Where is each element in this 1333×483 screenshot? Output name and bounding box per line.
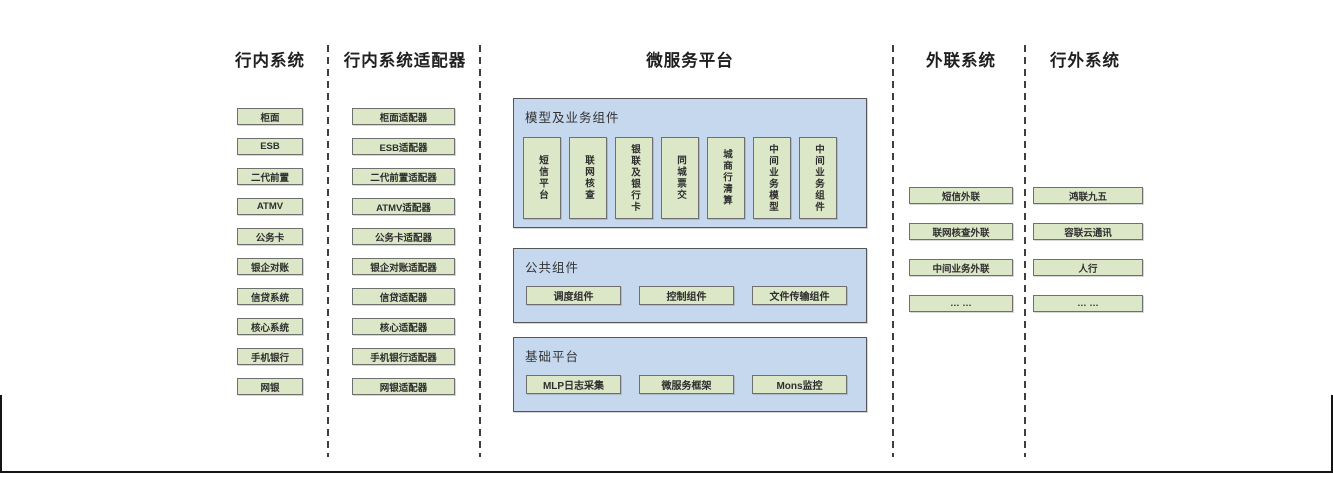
column-title-inbank: 行内系统: [235, 52, 305, 70]
adapter-box: ESB适配器: [352, 138, 455, 155]
inbank-system-box: 手机银行: [237, 348, 303, 365]
base-platform-list: MLP日志采集微服务框架 Mons监控: [526, 375, 847, 394]
model-components-list: 短信平台联网核查银联及银行卡同城票交城商行清算中间业务模型中间业务组件: [523, 137, 837, 219]
inbank-system-box: ESB: [237, 138, 303, 155]
outbank-system-box: … …: [1033, 295, 1143, 312]
inbank-system-box: 柜面: [237, 108, 303, 125]
column-divider-3: [892, 45, 894, 457]
column-divider-2: [479, 45, 481, 457]
common-components-label: 公共组件: [525, 261, 580, 275]
outbank-system-box: 鸿联九五: [1033, 187, 1143, 204]
outbank-system-box: 容联云通讯: [1033, 223, 1143, 240]
adapter-box: 二代前置适配器: [352, 168, 455, 185]
model-component-box: 同城票交: [661, 137, 699, 219]
column-divider-1: [327, 45, 329, 457]
common-component-box: 文件传输组件: [752, 286, 847, 305]
adapter-box: 公务卡适配器: [352, 228, 455, 245]
column-title-external: 外联系统: [926, 52, 996, 70]
base-platform-box: 微服务框架: [639, 375, 734, 394]
model-component-box: 联网核查: [569, 137, 607, 219]
external-system-box: … …: [909, 295, 1013, 312]
common-components-list: 调度组件控制组件文件传输组件: [526, 286, 847, 305]
adapter-box: 手机银行适配器: [352, 348, 455, 365]
inbank-system-box: ATMV: [237, 198, 303, 215]
base-platform-box: MLP日志采集: [526, 375, 621, 394]
common-components-container: 公共组件 调度组件控制组件文件传输组件: [513, 248, 867, 323]
inbank-system-list: 柜面 ESB 二代前置 ATMV 公务卡银企对账信贷系统核心系统手机银行网银: [237, 108, 303, 395]
page-frame: [0, 395, 1333, 473]
adapter-box: 银企对账适配器: [352, 258, 455, 275]
base-platform-container: 基础平台 MLP日志采集微服务框架 Mons监控: [513, 337, 867, 412]
model-component-box: 银联及银行卡: [615, 137, 653, 219]
model-component-box: 短信平台: [523, 137, 561, 219]
model-components-container: 模型及业务组件 短信平台联网核查银联及银行卡同城票交城商行清算中间业务模型中间业…: [513, 98, 867, 228]
external-system-box: 短信外联: [909, 187, 1013, 204]
column-divider-4: [1024, 45, 1026, 457]
adapter-box: 信贷适配器: [352, 288, 455, 305]
column-title-microservice: 微服务平台: [646, 52, 734, 70]
model-component-box: 城商行清算: [707, 137, 745, 219]
adapter-box: 核心适配器: [352, 318, 455, 335]
common-component-box: 调度组件: [526, 286, 621, 305]
outbank-system-list: 鸿联九五容联云通讯人行 … …: [1033, 187, 1143, 312]
inbank-system-box: 公务卡: [237, 228, 303, 245]
adapter-box: 网银适配器: [352, 378, 455, 395]
common-component-box: 控制组件: [639, 286, 734, 305]
column-title-adapters: 行内系统适配器: [343, 52, 467, 70]
external-system-box: 中间业务外联: [909, 259, 1013, 276]
inbank-system-box: 银企对账: [237, 258, 303, 275]
model-component-box: 中间业务模型: [753, 137, 791, 219]
adapter-box: 柜面适配器: [352, 108, 455, 125]
model-component-box: 中间业务组件: [799, 137, 837, 219]
base-platform-box: Mons监控: [752, 375, 847, 394]
external-system-list: 短信外联联网核查外联中间业务外联 … …: [909, 187, 1013, 312]
column-title-outbank: 行外系统: [1050, 52, 1120, 70]
adapter-box: ATMV适配器: [352, 198, 455, 215]
inbank-system-box: 网银: [237, 378, 303, 395]
inbank-system-box: 二代前置: [237, 168, 303, 185]
model-components-label: 模型及业务组件: [525, 111, 620, 125]
adapter-list: 柜面适配器 ESB适配器二代前置适配器 ATMV适配器公务卡适配器银企对账适配器信贷…: [352, 108, 455, 395]
inbank-system-box: 核心系统: [237, 318, 303, 335]
external-system-box: 联网核查外联: [909, 223, 1013, 240]
outbank-system-box: 人行: [1033, 259, 1143, 276]
inbank-system-box: 信贷系统: [237, 288, 303, 305]
base-platform-label: 基础平台: [525, 350, 580, 364]
